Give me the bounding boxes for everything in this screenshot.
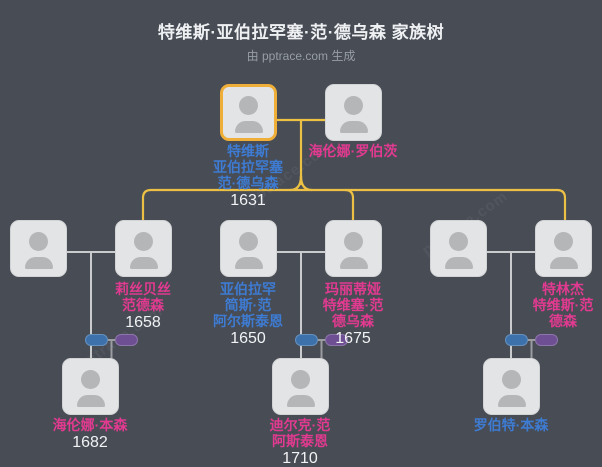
person-card-child-a[interactable] (115, 220, 172, 277)
avatar-icon (129, 257, 158, 269)
person-label-root-spouse: 海伦娜·罗伯茨 (288, 143, 418, 159)
avatar-icon (339, 257, 368, 269)
record-badge-blue[interactable] (505, 334, 528, 346)
connector-children-rail (141, 188, 567, 222)
avatar-icon (554, 232, 573, 251)
person-name: 莉丝贝丝 范德森 (115, 281, 171, 313)
avatar-icon (81, 370, 100, 389)
avatar-icon (239, 96, 258, 115)
person-year: 1658 (125, 314, 161, 331)
connector-drop-child-b (343, 188, 355, 222)
person-label-child-c: 特林杰 特维斯·范 德森 (498, 281, 602, 329)
person-card-child-b[interactable] (325, 220, 382, 277)
person-name: 玛丽蒂娅 特维塞·范 德乌森 (322, 281, 384, 329)
avatar-icon (29, 232, 48, 251)
person-card-grandchild-c[interactable] (483, 358, 540, 415)
page-title: 特维斯·亚伯拉罕塞·范·德乌森 家族树 (157, 23, 445, 42)
person-label-grandchild-b: 迪尔克·范 阿斯泰恩 1710 (235, 417, 365, 467)
avatar-icon (444, 257, 473, 269)
person-name: 海伦娜·罗伯茨 (308, 143, 398, 159)
person-label-child-b: 玛丽蒂娅 特维塞·范 德乌森 1675 (288, 281, 418, 348)
person-card-spouse-a[interactable] (10, 220, 67, 277)
person-year: 1710 (282, 450, 318, 467)
avatar-icon (339, 121, 368, 133)
record-badge-purple[interactable] (535, 334, 558, 346)
record-badge-purple[interactable] (325, 334, 348, 346)
person-name: 特林杰 特维斯·范 德森 (532, 281, 594, 329)
page-subtitle: 由 pptrace.com 生成 (246, 49, 356, 63)
avatar-icon (502, 370, 521, 389)
avatar-icon (234, 121, 263, 133)
person-label-child-a: 莉丝贝丝 范德森 1658 (78, 281, 208, 332)
person-name: 亚伯拉罕 简斯·范 阿尔斯泰恩 (213, 281, 283, 329)
avatar-icon (291, 370, 310, 389)
person-label-root: 特维斯 亚伯拉罕塞 范·德乌森 1631 (183, 143, 313, 210)
avatar-icon (76, 395, 105, 407)
avatar-icon (24, 257, 53, 269)
avatar-icon (344, 232, 363, 251)
person-year: 1650 (230, 330, 266, 347)
avatar-icon (549, 257, 578, 269)
person-year: 1631 (230, 192, 266, 209)
person-name: 特维斯 亚伯拉罕塞 范·德乌森 (213, 143, 283, 191)
person-year: 1682 (72, 434, 108, 451)
avatar-icon (497, 395, 526, 407)
person-card-spouse-b[interactable] (220, 220, 277, 277)
person-name: 迪尔克·范 阿斯泰恩 (269, 417, 331, 449)
avatar-icon (286, 395, 315, 407)
person-card-child-c[interactable] (535, 220, 592, 277)
avatar-icon (449, 232, 468, 251)
person-card-grandchild-b[interactable] (272, 358, 329, 415)
person-label-grandchild-a: 海伦娜·本森 1682 (25, 417, 155, 452)
record-badge-blue[interactable] (85, 334, 108, 346)
person-card-spouse-c[interactable] (430, 220, 487, 277)
avatar-icon (134, 232, 153, 251)
avatar-icon (344, 96, 363, 115)
person-label-spouse-b: 亚伯拉罕 简斯·范 阿尔斯泰恩 1650 (183, 281, 313, 348)
person-name: 海伦娜·本森 (52, 417, 128, 433)
person-card-root[interactable] (220, 84, 277, 141)
avatar-icon (234, 257, 263, 269)
record-badge-blue[interactable] (295, 334, 318, 346)
avatar-icon (239, 232, 258, 251)
person-name: 罗伯特·本森 (473, 417, 549, 433)
record-badge-purple[interactable] (115, 334, 138, 346)
person-card-root-spouse[interactable] (325, 84, 382, 141)
person-card-grandchild-a[interactable] (62, 358, 119, 415)
person-label-grandchild-c: 罗伯特·本森 (446, 417, 576, 433)
person-year: 1675 (335, 330, 371, 347)
